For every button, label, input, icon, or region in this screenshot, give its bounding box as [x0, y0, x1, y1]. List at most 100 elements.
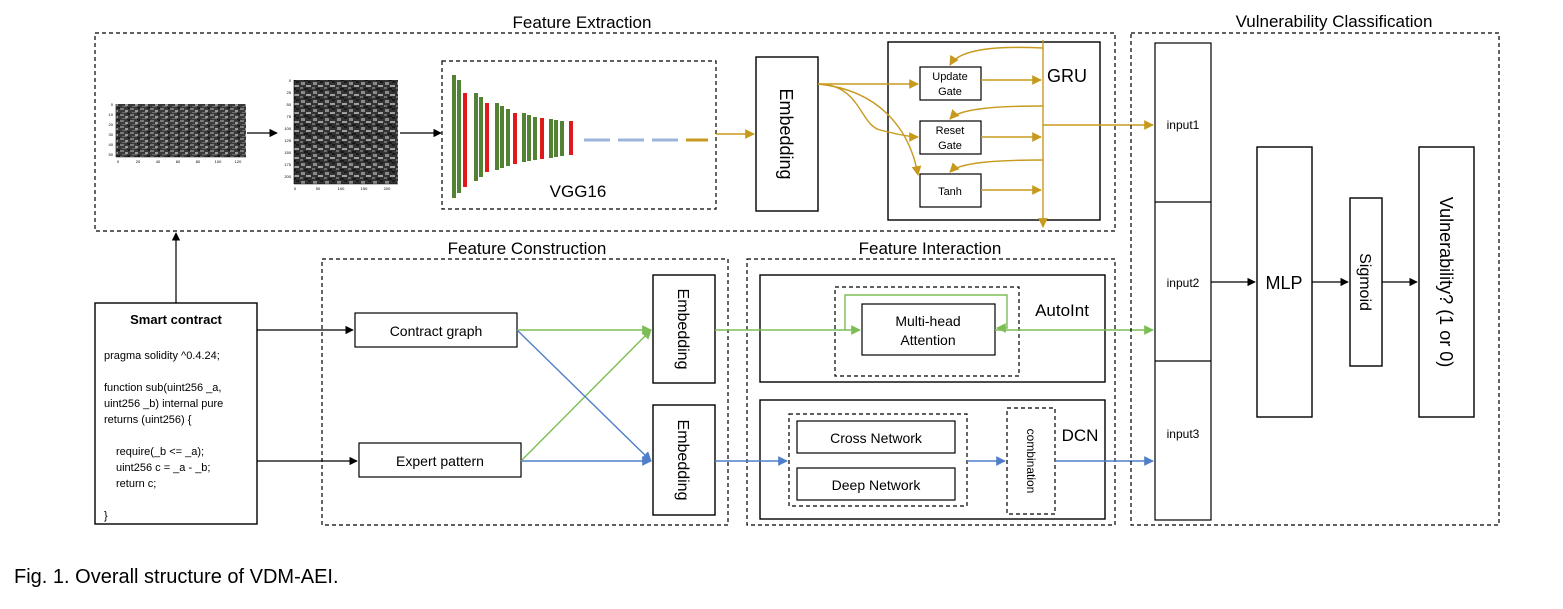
y-tick: 100 — [284, 126, 291, 131]
x-tick: 40 — [156, 159, 161, 164]
code-line: function sub(uint256 _a, — [104, 382, 221, 394]
vulnerability-classification-panel — [1130, 32, 1500, 526]
x-tick: 0 — [117, 159, 120, 164]
y-tick: 50 — [109, 152, 114, 157]
y-tick: 50 — [287, 102, 292, 107]
autoint-label: AutoInt — [1035, 301, 1089, 320]
sigmoid-box[interactable] — [1349, 197, 1383, 367]
code-line: return c; — [116, 478, 156, 490]
embedding-box-top — [652, 274, 716, 384]
y-tick: 20 — [109, 122, 114, 127]
x-tick: 150 — [361, 186, 368, 191]
vgg16-label: VGG16 — [550, 182, 607, 201]
reset-gate-line2: Gate — [938, 140, 962, 152]
vgg16-layers — [452, 75, 573, 198]
sigmoid-label: Sigmoid — [1356, 253, 1373, 311]
image1-xticks: 0 20 40 60 80 100 120 — [117, 159, 242, 164]
feature-construction-title: Feature Construction — [448, 239, 607, 258]
x-tick: 20 — [136, 159, 141, 164]
autoint-box — [759, 274, 1106, 383]
x-tick: 60 — [176, 159, 181, 164]
image1-yticks: 0 10 20 30 40 50 — [109, 102, 114, 157]
dcn-box — [759, 399, 1106, 520]
input3-label: input3 — [1167, 427, 1200, 441]
dcn-label: DCN — [1062, 426, 1099, 445]
mlp-box[interactable] — [1256, 146, 1313, 418]
contract-graph-box[interactable] — [354, 312, 518, 348]
image2-xticks: 0 50 100 150 200 — [294, 186, 391, 191]
vgg16-box — [441, 60, 717, 210]
smart-contract-title: Smart contract — [130, 312, 222, 327]
code-line: uint256 c = _a - _b; — [116, 462, 210, 474]
y-tick: 0 — [111, 102, 114, 107]
smart-contract-box — [94, 302, 258, 525]
contract-graph-label: Contract graph — [390, 323, 483, 339]
interaction-connections — [715, 294, 1154, 466]
feature-interaction-title: Feature Interaction — [859, 239, 1002, 258]
update-gate-line2: Gate — [938, 86, 962, 98]
construction-connections — [516, 325, 652, 466]
cross-network-box[interactable] — [796, 420, 956, 454]
input1-label: input1 — [1167, 118, 1200, 132]
deep-network-box[interactable] — [796, 467, 956, 501]
y-tick: 25 — [287, 90, 292, 95]
x-tick: 100 — [215, 159, 222, 164]
gru-connections — [817, 46, 1154, 195]
x-tick: 0 — [294, 186, 297, 191]
code-line: uint256 _b) internal pure — [104, 398, 223, 410]
dcn-networks-frame — [788, 413, 968, 507]
feature-construction-panel — [321, 258, 729, 526]
embedding-box-bottom — [652, 404, 716, 516]
smart-contract-code: pragma solidity ^0.4.24; function sub(ui… — [104, 350, 223, 522]
output-box[interactable] — [1418, 146, 1475, 418]
multihead-dashed-frame — [834, 286, 1020, 377]
input2-label: input2 — [1167, 276, 1200, 290]
code-line: returns (uint256) { — [104, 414, 192, 426]
multihead-line2: Attention — [900, 332, 955, 348]
gru-box — [887, 41, 1101, 221]
y-tick: 10 — [109, 112, 114, 117]
combination-label: combination — [1024, 429, 1038, 494]
x-tick: 120 — [235, 159, 242, 164]
x-tick: 200 — [384, 186, 391, 191]
image2-yticks: 0 25 50 75 100 125 150 175 200 — [284, 78, 291, 179]
feature-interaction-panel — [746, 258, 1116, 526]
input-column — [1154, 42, 1212, 521]
figure-caption: Fig. 1. Overall structure of VDM-AEI. — [14, 566, 339, 588]
y-tick: 125 — [284, 138, 291, 143]
update-gate-box[interactable] — [919, 66, 982, 101]
tanh-label: Tanh — [938, 186, 962, 198]
y-tick: 40 — [109, 142, 114, 147]
embedding-label-bottom: Embedding — [674, 420, 691, 501]
vulnerability-classification-title: Vulnerability Classification — [1236, 12, 1433, 31]
mlp-label: MLP — [1265, 273, 1302, 293]
multihead-attention-box[interactable] — [861, 303, 996, 356]
expert-pattern-label: Expert pattern — [396, 453, 484, 469]
y-tick: 200 — [284, 174, 291, 179]
y-tick: 75 — [287, 114, 292, 119]
feature-extraction-title: Feature Extraction — [513, 13, 652, 32]
multihead-line1: Multi-head — [895, 313, 960, 329]
output-label: Vulnerability? (1 or 0) — [1436, 197, 1456, 367]
y-tick: 175 — [284, 162, 291, 167]
y-tick: 150 — [284, 150, 291, 155]
expert-pattern-box[interactable] — [358, 442, 522, 478]
y-tick: 30 — [109, 132, 114, 137]
cross-network-label: Cross Network — [830, 430, 923, 446]
gru-label: GRU — [1047, 66, 1087, 86]
contract-image-small — [115, 104, 246, 158]
x-tick: 50 — [316, 186, 321, 191]
combination-box[interactable] — [1006, 407, 1056, 515]
embedding-box-extraction — [755, 56, 819, 212]
x-tick: 100 — [338, 186, 345, 191]
code-line: pragma solidity ^0.4.24; — [104, 350, 220, 362]
deep-network-label: Deep Network — [832, 477, 922, 493]
code-line: require(_b <= _a); — [116, 446, 204, 458]
reset-gate-line1: Reset — [936, 125, 965, 137]
contract-image-resized — [293, 80, 398, 185]
x-tick: 80 — [196, 159, 201, 164]
embedding-label-top: Embedding — [674, 289, 691, 370]
y-tick: 0 — [289, 78, 292, 83]
code-line: } — [104, 510, 108, 522]
